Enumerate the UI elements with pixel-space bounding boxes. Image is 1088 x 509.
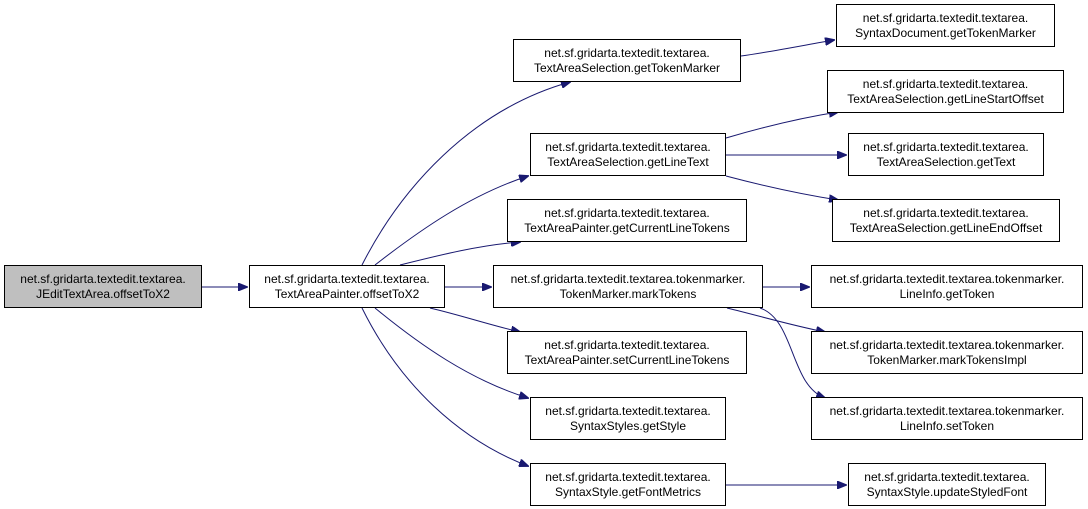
node-tokenmarker-marktokensimpl[interactable]: net.sf.gridarta.textedit.textarea.tokenm… (811, 331, 1083, 374)
node-method: LineInfo.setToken (899, 418, 995, 433)
node-package: net.sf.gridarta.textedit.textarea. (545, 469, 711, 484)
node-package: net.sf.gridarta.textedit.textarea.tokenm… (829, 403, 1065, 418)
node-method: TokenMarker.markTokensImpl (867, 352, 1027, 367)
node-textareaselection-gettext[interactable]: net.sf.gridarta.textedit.textarea. TextA… (848, 133, 1044, 176)
node-package: net.sf.gridarta.textedit.textarea. (862, 10, 1029, 25)
node-method: SyntaxStyle.updateStyledFont (866, 484, 1028, 499)
node-package: net.sf.gridarta.textedit.textarea. (545, 139, 711, 154)
node-package: net.sf.gridarta.textedit.textarea. (544, 205, 710, 220)
node-package: net.sf.gridarta.textedit.textarea. (863, 139, 1029, 154)
node-textareapainter-setcurrentlinetokens[interactable]: net.sf.gridarta.textedit.textarea. TextA… (507, 331, 747, 374)
node-package: net.sf.gridarta.textedit.textarea. (20, 271, 186, 286)
node-syntaxstyles-getstyle[interactable]: net.sf.gridarta.textedit.textarea. Synta… (530, 397, 726, 440)
node-package: net.sf.gridarta.textedit.textarea.tokenm… (829, 337, 1065, 352)
node-method: TextAreaSelection.getText (876, 154, 1016, 169)
node-method: TextAreaSelection.getLineText (547, 154, 709, 169)
node-tokenmarker-marktokens[interactable]: net.sf.gridarta.textedit.textarea.tokenm… (493, 265, 763, 308)
node-textareapainter-offsettox2[interactable]: net.sf.gridarta.textedit.textarea. TextA… (249, 265, 445, 308)
node-package: net.sf.gridarta.textedit.textarea. (544, 337, 710, 352)
node-method: TextAreaPainter.offsetToX2 (274, 286, 420, 301)
node-method: TextAreaSelection.getLineStartOffset (847, 91, 1044, 106)
edge-n1-n2 (361, 82, 570, 266)
node-method: TextAreaSelection.getLineEndOffset (849, 220, 1043, 235)
node-method: TokenMarker.markTokens (559, 286, 697, 301)
node-syntaxstyle-getfontmetrics[interactable]: net.sf.gridarta.textedit.textarea. Synta… (530, 463, 726, 506)
edge-n1-n6 (429, 307, 520, 332)
edge-n1-n7 (374, 307, 528, 398)
node-syntaxstyle-updatestyledfont[interactable]: net.sf.gridarta.textedit.textarea. Synta… (848, 463, 1046, 506)
edge-n1-n4 (399, 242, 520, 266)
node-method: TextAreaPainter.getCurrentLineTokens (524, 220, 730, 235)
edge-n2-n9 (740, 40, 834, 57)
node-package: net.sf.gridarta.textedit.textarea.tokenm… (829, 271, 1065, 286)
node-method: TextAreaSelection.getTokenMarker (533, 60, 721, 75)
node-jedittextarea-offsettox2: net.sf.gridarta.textedit.textarea. JEdit… (4, 265, 202, 308)
edge-n5-n14 (726, 307, 825, 332)
node-textareaselection-gettokenmarker[interactable]: net.sf.gridarta.textedit.textarea. TextA… (513, 39, 741, 82)
node-package: net.sf.gridarta.textedit.textarea. (264, 271, 430, 286)
node-method: LineInfo.getToken (899, 286, 995, 301)
node-package: net.sf.gridarta.textedit.textarea. (544, 45, 710, 60)
node-syntaxdocument-gettokenmarker[interactable]: net.sf.gridarta.textedit.textarea. Synta… (836, 4, 1055, 47)
node-package: net.sf.gridarta.textedit.textarea.tokenm… (510, 271, 746, 286)
node-method: SyntaxStyles.getStyle (569, 418, 687, 433)
node-textareaselection-getlinestartoffset[interactable]: net.sf.gridarta.textedit.textarea. TextA… (827, 70, 1064, 113)
node-package: net.sf.gridarta.textedit.textarea. (863, 205, 1029, 220)
node-package: net.sf.gridarta.textedit.textarea. (862, 76, 1029, 91)
node-textareaselection-getlineendoffset[interactable]: net.sf.gridarta.textedit.textarea. TextA… (832, 199, 1060, 242)
edge-n3-n10 (725, 112, 838, 139)
node-method: JEditTextArea.offsetToX2 (36, 286, 170, 301)
node-package: net.sf.gridarta.textedit.textarea. (864, 469, 1030, 484)
node-method: TextAreaPainter.setCurrentLineTokens (524, 352, 730, 367)
node-lineinfo-settoken[interactable]: net.sf.gridarta.textedit.textarea.tokenm… (811, 397, 1083, 440)
node-textareaselection-getlinetext[interactable]: net.sf.gridarta.textedit.textarea. TextA… (530, 133, 726, 176)
node-lineinfo-gettoken[interactable]: net.sf.gridarta.textedit.textarea.tokenm… (811, 265, 1083, 308)
node-method: SyntaxDocument.getTokenMarker (855, 25, 1036, 40)
edge-n1-n3 (374, 176, 528, 266)
edge-n5-n15 (759, 307, 825, 398)
edge-n3-n12 (725, 175, 838, 200)
node-package: net.sf.gridarta.textedit.textarea. (545, 403, 711, 418)
node-textareapainter-getcurrentlinetokens[interactable]: net.sf.gridarta.textedit.textarea. TextA… (507, 199, 747, 242)
edge-n1-n8 (361, 307, 528, 466)
node-method: SyntaxStyle.getFontMetrics (554, 484, 702, 499)
